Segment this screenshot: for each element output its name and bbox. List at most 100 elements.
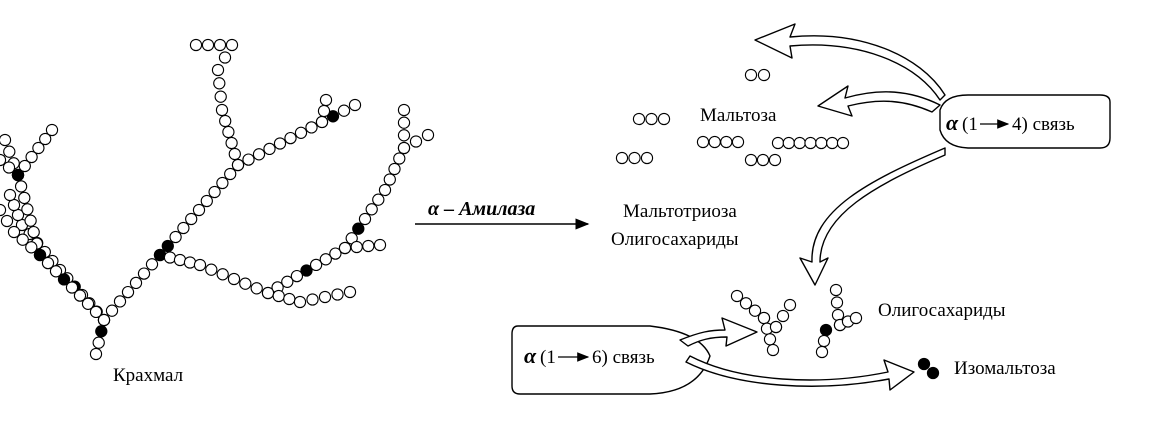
glucose-bead <box>766 343 780 357</box>
alpha16-close: 6) связь <box>592 347 655 368</box>
glucose-bead <box>121 285 135 299</box>
glucose-bead <box>11 168 25 182</box>
glucose-bead <box>744 68 758 82</box>
glucose-bead <box>205 263 218 276</box>
glucose-bead <box>378 183 392 197</box>
oligosaccharides-label-right: Олигосахариды <box>878 300 1006 321</box>
glucose-bead <box>57 273 71 286</box>
glucose-bead <box>41 256 55 270</box>
glucose-bead <box>263 142 276 156</box>
glucose-bead <box>358 212 372 226</box>
starch-label: Крахмал <box>113 365 184 386</box>
glucose-bead <box>219 114 232 128</box>
alpha14-bond-label: α (1 4) связь <box>946 110 1075 135</box>
glucose-bead <box>815 136 828 150</box>
glucose-bead <box>97 313 111 327</box>
glucose-bead <box>730 289 744 303</box>
glucose-bead <box>222 125 235 139</box>
glucose-bead <box>757 68 771 82</box>
glucose-bead <box>21 203 34 216</box>
isomaltose-bead <box>917 357 931 371</box>
glucose-bead <box>362 239 375 253</box>
glucose-bead <box>645 112 658 126</box>
glucose-bead <box>826 136 839 150</box>
glucose-bead <box>632 112 646 126</box>
glucose-bead <box>3 145 16 158</box>
glucose-bead <box>32 141 45 155</box>
glucose-bead <box>228 147 241 161</box>
glucose-bead <box>769 320 783 334</box>
glucose-bead <box>163 251 177 264</box>
glucose-bead <box>348 98 362 112</box>
glucose-bead <box>65 281 79 294</box>
alpha16-alpha: α <box>524 343 537 368</box>
glucose-bead <box>343 285 357 299</box>
glucose-bead <box>25 150 38 164</box>
glucose-bead <box>218 51 232 64</box>
glucose-bead <box>305 121 318 134</box>
glucose-bead <box>352 222 365 235</box>
glucose-bead <box>193 258 207 272</box>
glucose-bead <box>397 129 411 142</box>
isomaltose-bead <box>926 366 940 380</box>
glucose-bead <box>189 38 203 52</box>
glucose-bead <box>748 304 762 317</box>
alpha16-open: (1 <box>540 347 556 368</box>
glucose-bead <box>373 238 387 252</box>
glucose-bead <box>227 272 241 286</box>
glucose-bead <box>39 132 52 146</box>
alpha14-bond-box <box>939 94 1111 149</box>
glucose-bead <box>214 90 227 103</box>
maltose-label: Мальтоза <box>700 105 777 126</box>
glucose-bead <box>231 158 245 172</box>
glucose-bead <box>776 309 790 323</box>
glucose-bead <box>317 104 331 118</box>
glucose-bead <box>24 214 37 227</box>
glucose-bead <box>14 180 28 193</box>
glucose-bead <box>283 292 296 306</box>
glucose-bead <box>225 136 238 150</box>
glucose-bead <box>183 256 197 269</box>
glucose-bead <box>696 135 710 149</box>
glucose-bead <box>92 336 105 349</box>
glucose-bead <box>318 290 332 304</box>
glucose-bead <box>628 151 641 165</box>
glucose-bead <box>804 136 817 150</box>
glucose-bead <box>25 241 38 254</box>
alpha14-close: 4) связь <box>1012 114 1075 135</box>
glucose-bead <box>169 230 182 244</box>
curved-arrows <box>679 23 946 391</box>
glucose-bead <box>350 240 363 254</box>
glucose-bead <box>16 233 29 246</box>
glucose-bead <box>0 153 7 167</box>
glucose-bead <box>708 135 721 149</box>
glucose-bead <box>7 225 21 239</box>
glucose-bead <box>27 225 40 239</box>
glucose-bead <box>720 135 733 149</box>
glucose-bead <box>45 123 59 137</box>
glucose-bead <box>3 188 17 202</box>
glucose-bead <box>293 295 307 309</box>
glucose-bead <box>830 296 844 309</box>
glucose-bead <box>145 258 159 271</box>
glucose-bead <box>782 136 795 150</box>
glucose-bead <box>819 323 833 337</box>
products-beads <box>615 68 940 380</box>
oligosaccharides-label-left: Олигосахариды <box>611 229 739 250</box>
glucose-bead <box>831 308 845 322</box>
glucose-bead <box>95 325 108 338</box>
glucose-bead <box>615 151 629 165</box>
glucose-bead <box>338 241 352 255</box>
glucose-bead <box>273 137 287 150</box>
glucose-bead <box>731 135 745 149</box>
alpha14-open: (1 <box>962 114 978 135</box>
glucose-bead <box>319 253 332 266</box>
glucose-bead <box>252 148 266 161</box>
glucose-bead <box>161 239 174 253</box>
glucose-bead <box>397 103 411 117</box>
glucose-bead <box>73 289 87 302</box>
glucose-bead <box>763 333 777 346</box>
enzyme-label: α – Амилаза <box>428 198 535 220</box>
glucose-bead <box>213 38 227 52</box>
